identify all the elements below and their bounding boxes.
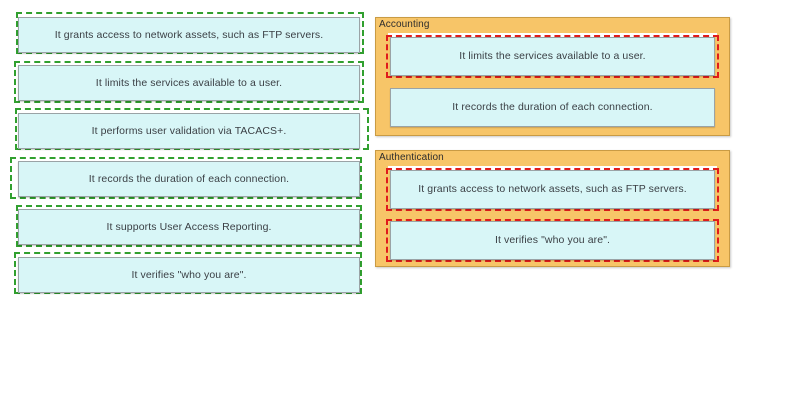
answer-bank-slot[interactable]: It limits the services available to a us… — [14, 60, 364, 104]
dropped-card-label: It verifies "who you are". — [494, 234, 611, 247]
draggable-card-label: It verifies "who you are". — [131, 268, 247, 281]
draggable-card-label: It grants access to network assets, such… — [54, 28, 324, 41]
answer-bank-slot[interactable]: It verifies "who you are". — [14, 252, 362, 296]
answer-bank-column: It grants access to network assets, such… — [10, 12, 369, 300]
dropped-card-slot[interactable]: It verifies "who you are". — [386, 217, 719, 264]
category-title: Authentication — [379, 152, 444, 163]
answer-bank-slot[interactable]: It records the duration of each connecti… — [10, 156, 362, 200]
draggable-card-label: It performs user validation via TACACS+. — [91, 124, 287, 137]
draggable-card-label: It limits the services available to a us… — [95, 76, 283, 89]
answer-bank-slot[interactable]: It supports User Access Reporting. — [14, 204, 362, 248]
draggable-card[interactable]: It records the duration of each connecti… — [18, 161, 360, 197]
dropped-card-slot[interactable]: It grants access to network assets, such… — [386, 166, 719, 213]
draggable-card-label: It supports User Access Reporting. — [106, 220, 272, 233]
slot-gap-strip — [388, 84, 717, 88]
dropped-card-label: It records the duration of each connecti… — [452, 101, 653, 114]
draggable-card[interactable]: It supports User Access Reporting. — [18, 209, 360, 245]
category-dropzone[interactable]: It grants access to network assets, such… — [386, 166, 719, 262]
answer-bank-slot[interactable]: It performs user validation via TACACS+. — [14, 108, 369, 152]
category-dropzone[interactable]: It limits the services available to a us… — [386, 33, 719, 129]
dropped-card[interactable]: It records the duration of each connecti… — [390, 88, 715, 127]
draggable-card-label: It records the duration of each connecti… — [88, 172, 290, 185]
answer-bank-slot[interactable]: It grants access to network assets, such… — [14, 12, 364, 56]
dropped-card[interactable]: It grants access to network assets, such… — [390, 170, 715, 209]
dropped-card-label: It grants access to network assets, such… — [418, 183, 687, 196]
draggable-card[interactable]: It verifies "who you are". — [18, 257, 360, 293]
category-panel-authentication[interactable]: Authentication It grants access to netwo… — [375, 150, 730, 267]
draggable-card[interactable]: It performs user validation via TACACS+. — [18, 113, 360, 149]
draggable-card[interactable]: It grants access to network assets, such… — [18, 17, 360, 53]
draggable-card[interactable]: It limits the services available to a us… — [18, 65, 360, 101]
dropped-card[interactable]: It limits the services available to a us… — [390, 37, 715, 76]
category-title: Accounting — [379, 19, 430, 30]
dropped-card[interactable]: It verifies "who you are". — [390, 221, 715, 260]
dropped-card-label: It limits the services available to a us… — [459, 50, 646, 63]
category-panel-accounting[interactable]: Accounting It limits the services availa… — [375, 17, 730, 136]
dropped-card-slot[interactable]: It limits the services available to a us… — [386, 33, 719, 80]
dropped-card-slot[interactable]: It records the duration of each connecti… — [386, 84, 719, 131]
